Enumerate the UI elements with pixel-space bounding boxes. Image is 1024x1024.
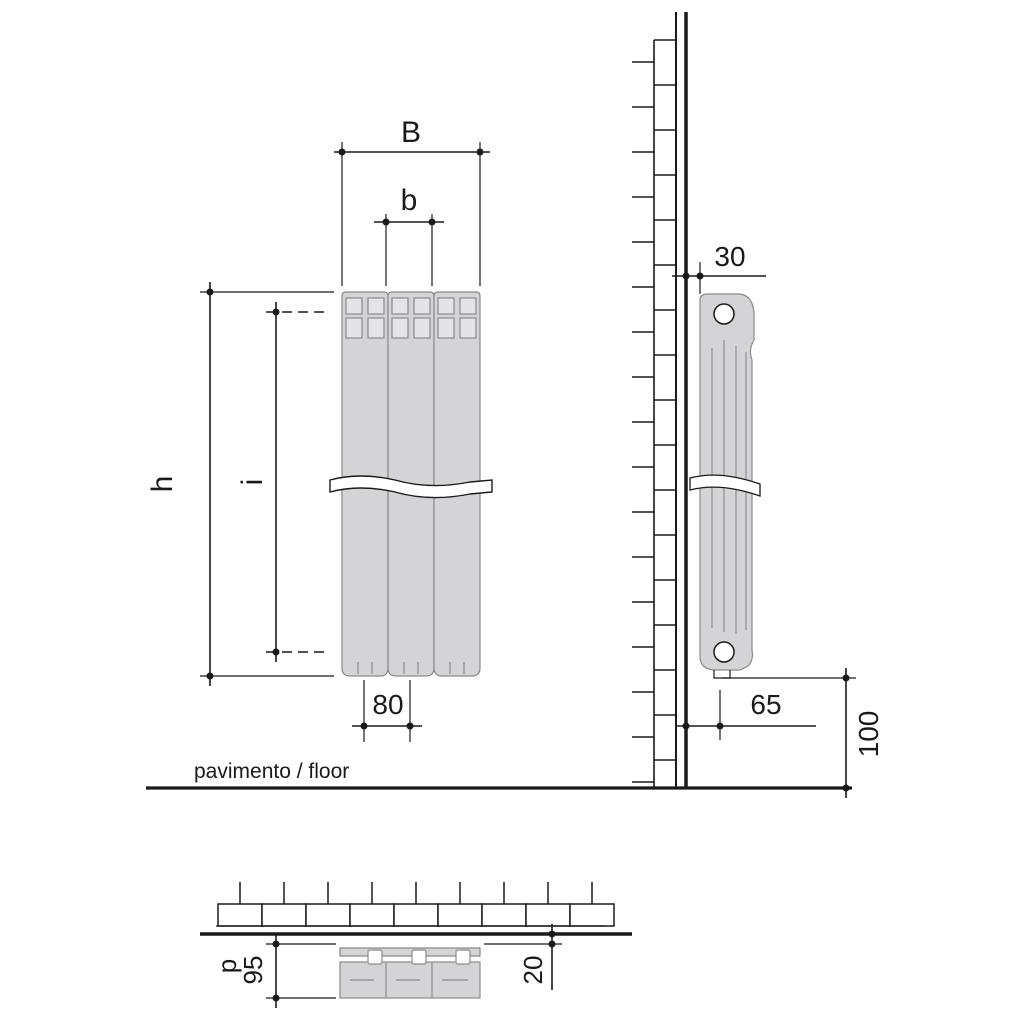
label-p: p [212,959,242,973]
dimension-30: 30 [672,241,766,294]
dimension-95: p 95 [212,934,336,1008]
label-100: 100 [853,711,884,758]
label-b: b [401,184,418,217]
label-65: 65 [750,689,781,720]
label-h: h [146,476,179,493]
plan-brick [217,903,263,927]
plan-brick [305,903,351,927]
plan-brick [437,903,483,927]
plan-wall-bricks [217,882,615,927]
dimension-65: 65 [676,689,816,740]
wall-bricks [632,39,676,783]
wall-section [632,12,688,788]
dimension-100: 100 [722,668,884,798]
radiator-plan [339,947,481,999]
plan-view: p 95 20 [200,882,632,1008]
plan-brick [569,903,615,927]
label-30: 30 [714,241,745,272]
plan-brick [349,903,395,927]
break-band [329,475,493,499]
dimension-h: h [146,282,334,686]
dimension-i: i [236,302,328,662]
radiator-side [689,293,761,679]
label-80: 80 [372,689,403,720]
dimension-80: 80 [352,680,422,742]
label-95: 95 [238,956,268,985]
floor: pavimento / floor [146,760,852,790]
bottom-connection [713,641,735,663]
dimension-B: B [334,116,490,286]
top-connection [713,303,735,325]
dimension-20: 20 [484,924,562,990]
dimension-b: b [374,184,444,286]
label-i: i [236,479,269,486]
bottom-feet [357,662,465,674]
header-pockets [345,297,477,339]
front-view: B b h i [146,116,493,742]
side-break-band [689,474,761,497]
plan-brick [525,903,571,927]
plan-brick [481,903,527,927]
plan-brick [261,903,307,927]
radiator-sections [329,291,493,677]
label-B: B [401,116,421,149]
label-20: 20 [518,956,548,985]
side-view: 30 65 100 [632,12,884,798]
plan-brick [393,903,439,927]
floor-label: pavimento / floor [194,760,349,783]
